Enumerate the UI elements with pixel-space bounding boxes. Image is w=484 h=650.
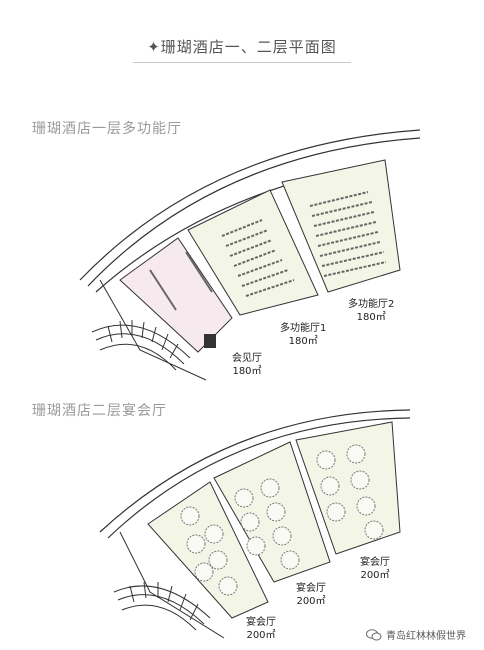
room-label-banquet-2: 宴会厅 200㎡ [296,582,326,608]
meeting-room-area [119,237,233,353]
room-label-banquet-1: 宴会厅 200㎡ [246,616,276,642]
floor2-plan [99,409,411,639]
banquet-hall-1-area [147,481,269,619]
room-name: 宴会厅 [246,617,276,628]
room-area: 180㎡ [356,312,386,323]
room-area: 200㎡ [360,570,390,581]
room-name: 多功能厅2 [348,299,395,310]
floor2-heading: 珊瑚酒店二层宴会厅 [32,403,167,419]
room-label-mfh2: 多功能厅2 180㎡ [348,298,394,324]
wechat-icon [366,628,382,640]
room-name: 会见厅 [232,353,262,364]
floor1-plan [79,129,421,381]
room-area: 180㎡ [232,366,262,377]
watermark: 青岛红林林假世界 [366,627,466,642]
multifunction-hall-2-area [281,159,401,293]
room-name: 宴会厅 [360,557,390,568]
watermark-text: 青岛红林林假世界 [386,631,466,642]
title-rule [133,62,351,63]
room-area: 200㎡ [246,630,276,641]
room-name: 多功能厅1 [280,323,327,334]
room-label-mfh1: 多功能厅1 180㎡ [280,322,326,348]
floor1-heading: 珊瑚酒店一层多功能厅 [32,121,182,137]
room-name: 宴会厅 [296,583,326,594]
room-label-banquet-3: 宴会厅 200㎡ [360,556,390,582]
room-area: 180㎡ [288,336,318,347]
page-title: ✦珊瑚酒店一、二层平面图 [147,38,337,56]
room-area: 200㎡ [296,596,326,607]
room-label-meeting: 会见厅 180㎡ [232,352,262,378]
